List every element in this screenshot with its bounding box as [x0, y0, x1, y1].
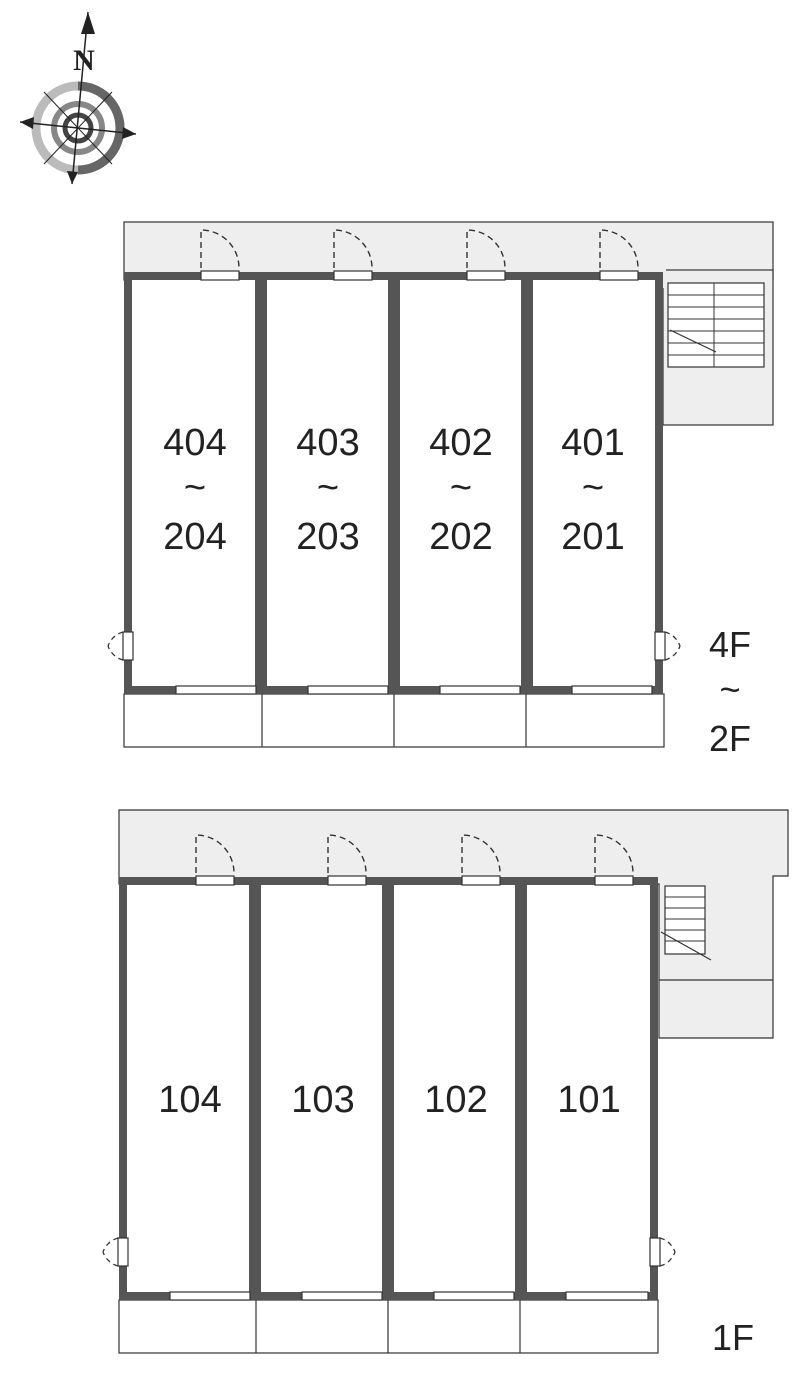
- door-swings: [195, 834, 634, 874]
- unit-range-separator: ~: [582, 467, 604, 509]
- unit-number-lower: 201: [561, 516, 624, 558]
- unit-number-upper: 401: [561, 422, 624, 464]
- compass-rose-icon: [19, 11, 137, 185]
- staircase: [660, 885, 712, 961]
- unit-number-lower: 204: [163, 516, 226, 558]
- unit-number-upper: 403: [296, 422, 359, 464]
- unit-range-separator: ~: [317, 467, 339, 509]
- unit-number: 102: [424, 1079, 487, 1121]
- door-swings: [200, 229, 639, 269]
- ground-floor-plan: [102, 809, 789, 1354]
- unit-number-lower: 202: [429, 516, 492, 558]
- unit-401: [525, 272, 663, 694]
- compass-north-label: N: [73, 44, 95, 77]
- floor-range-bottom: 2F: [709, 718, 751, 759]
- unit-number-upper: 404: [163, 422, 226, 464]
- unit-402: [392, 272, 529, 694]
- floor-range-separator: ~: [719, 669, 740, 710]
- unit-403: [259, 272, 396, 694]
- unit-range-separator: ~: [450, 467, 472, 509]
- unit-101: [519, 877, 658, 1300]
- unit-number: 104: [158, 1079, 221, 1121]
- unit-number-lower: 203: [296, 516, 359, 558]
- floor-label: 1F: [712, 1317, 754, 1358]
- unit-number: 101: [557, 1079, 620, 1121]
- floor-range-top: 4F: [709, 624, 751, 665]
- upper-floor-plan: [107, 221, 774, 748]
- unit-range-separator: ~: [184, 467, 206, 509]
- staircase: [667, 282, 765, 368]
- unit-103: [253, 877, 390, 1300]
- unit-number: 103: [291, 1079, 354, 1121]
- unit-102: [386, 877, 523, 1300]
- unit-number-upper: 402: [429, 422, 492, 464]
